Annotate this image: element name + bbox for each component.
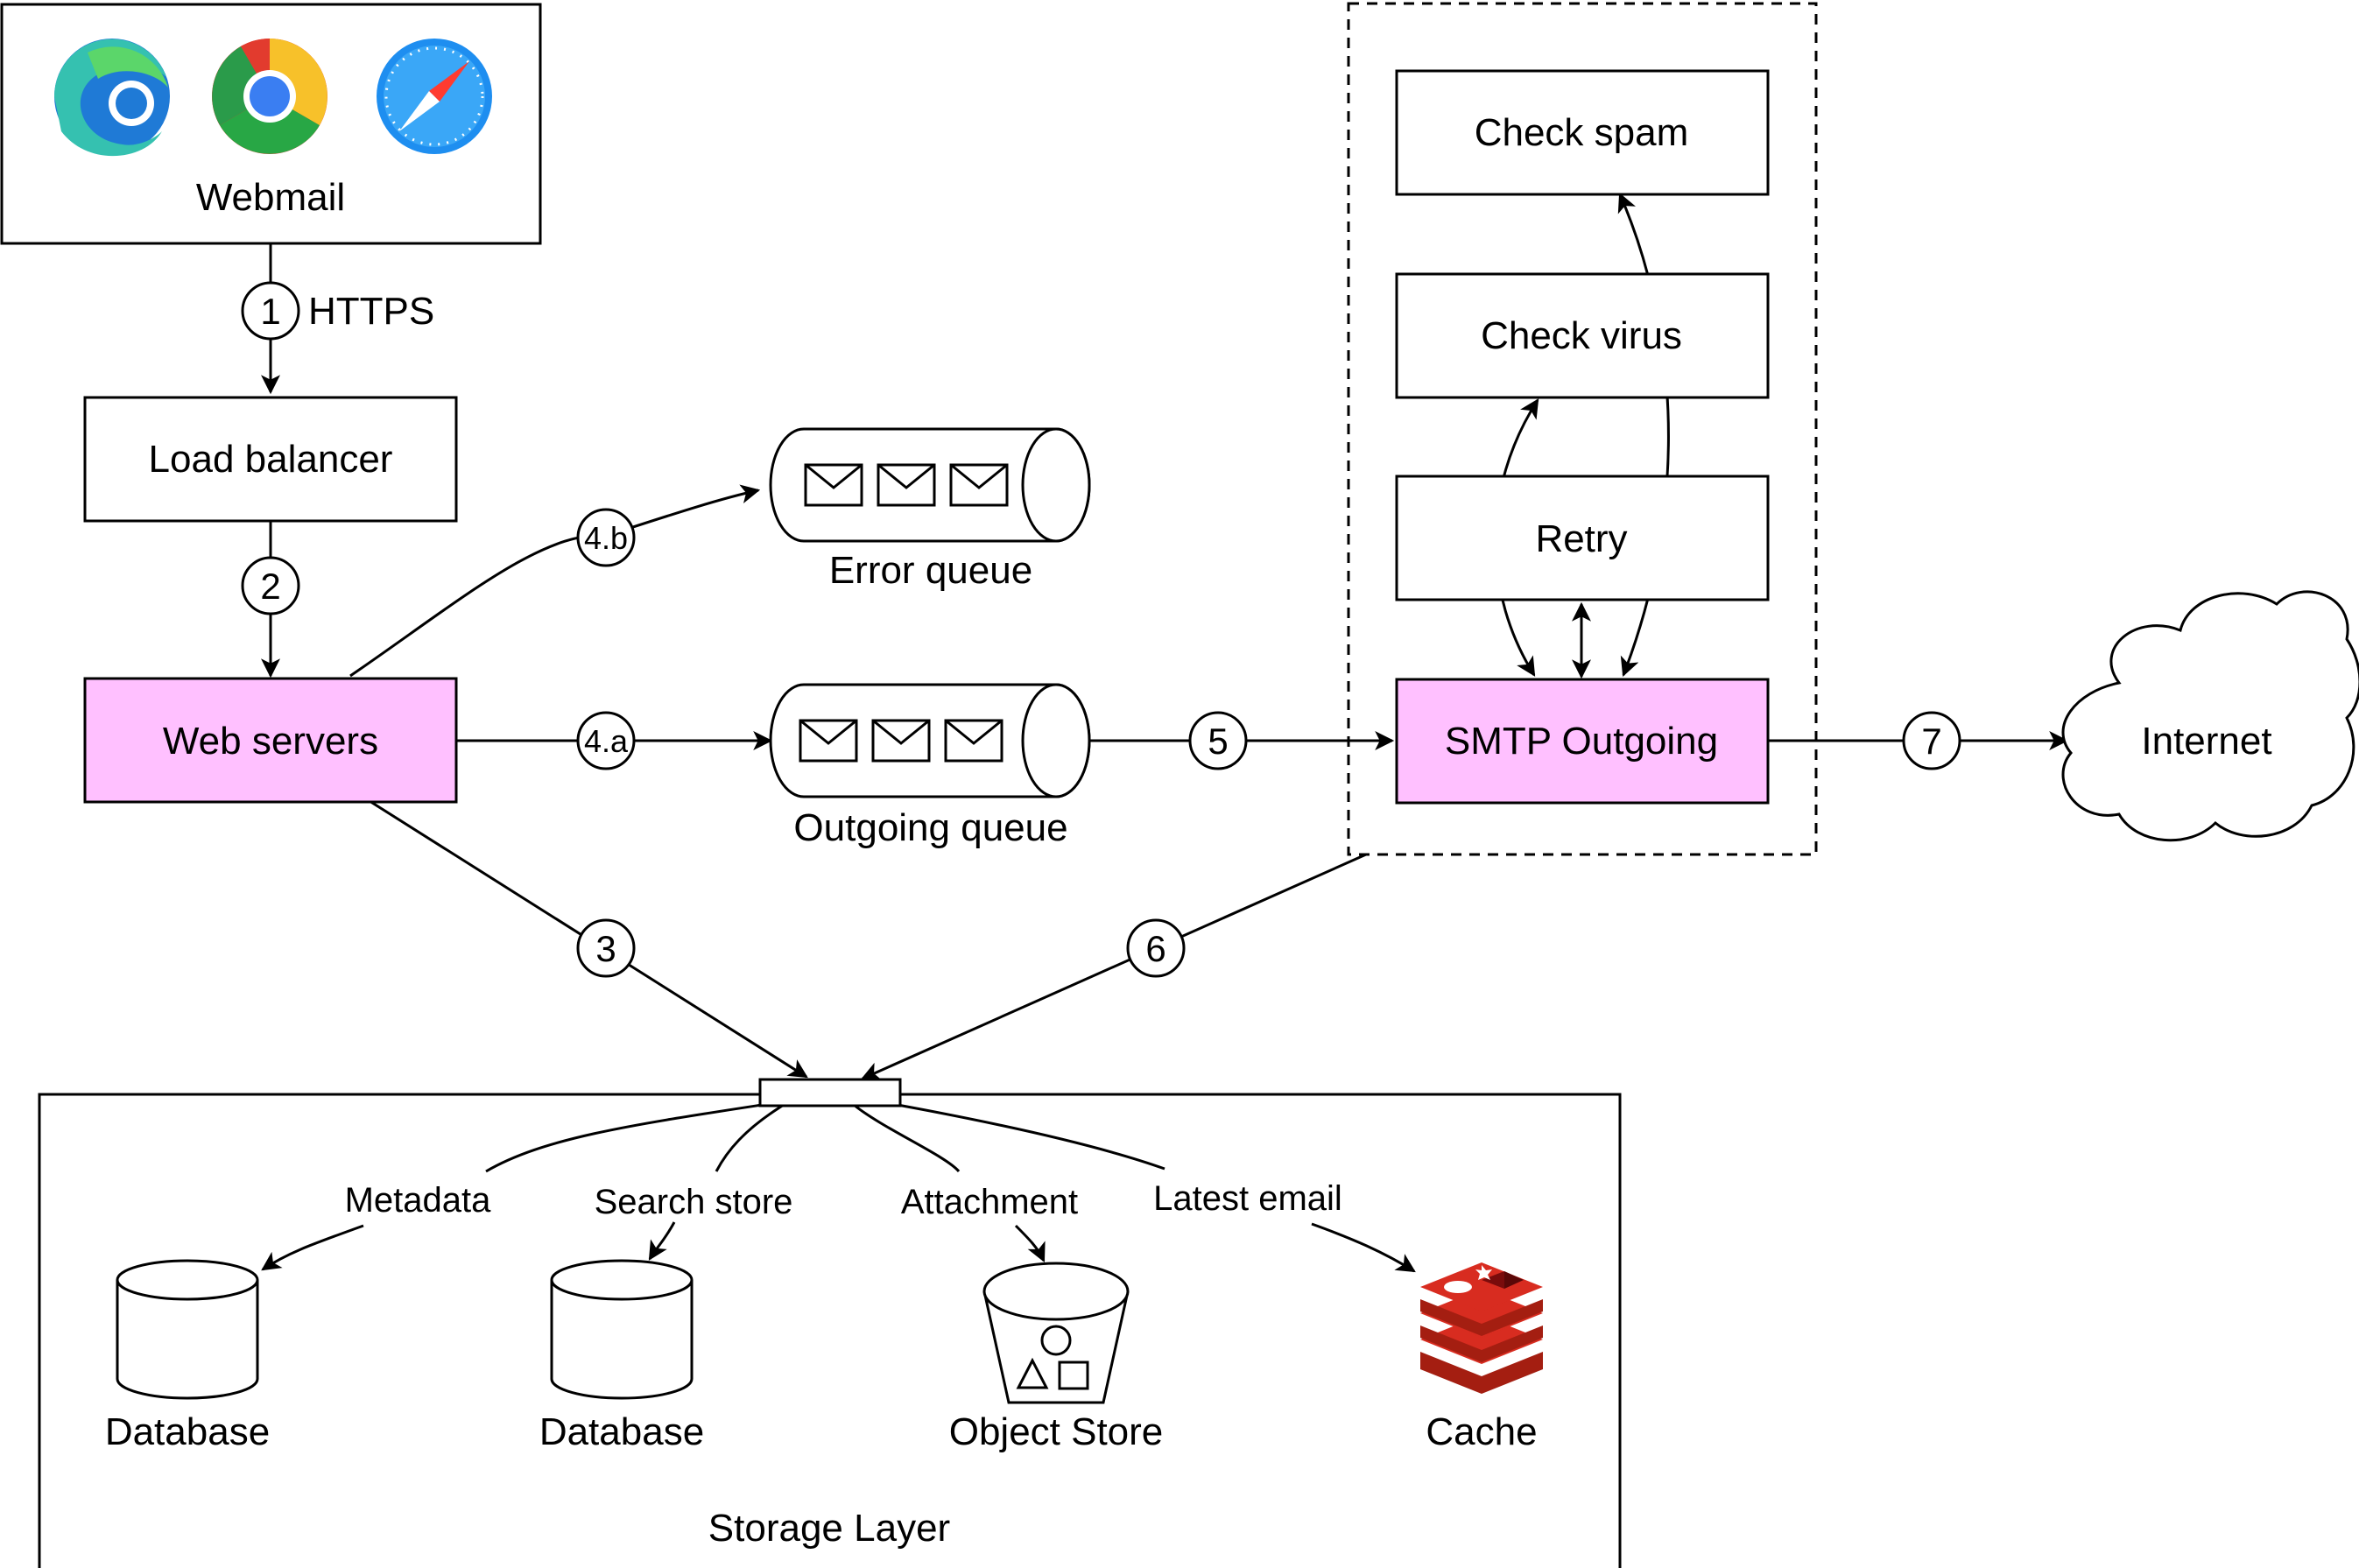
svg-text:6: 6 (1145, 928, 1165, 969)
database-1-node: Database (105, 1259, 270, 1453)
bucket-icon (982, 1262, 1130, 1404)
svg-text:1: 1 (260, 291, 280, 332)
web-servers-label: Web servers (163, 720, 378, 763)
metadata-label: Metadata (345, 1181, 492, 1220)
svg-text:7: 7 (1921, 721, 1941, 762)
step-2-badge: 2 (241, 556, 300, 615)
retry-node: Retry (1395, 475, 1770, 601)
https-label: HTTPS (308, 290, 434, 333)
step-7-badge: 7 (1902, 711, 1961, 770)
check-virus-node: Check virus (1395, 272, 1770, 399)
check-virus-label: Check virus (1481, 314, 1682, 357)
envelope-icon (877, 463, 936, 507)
cloud-icon (2061, 590, 2359, 842)
load-balancer-label: Load balancer (149, 438, 393, 481)
database-2-label: Database (539, 1410, 704, 1453)
fan-search-store (715, 1103, 785, 1172)
object-store-node: Object Store (949, 1262, 1164, 1453)
error-queue-node: Error queue (769, 427, 1091, 592)
web-servers-node: Web servers (83, 677, 458, 804)
step-1-badge: 1 (241, 281, 300, 341)
step-4b-badge: 4.b (576, 508, 636, 567)
smtp-group-boundary (1347, 2, 1818, 856)
fan-latest-email (897, 1103, 1165, 1171)
check-spam-label: Check spam (1475, 111, 1689, 154)
redis-icon (1420, 1262, 1543, 1394)
outgoing-queue-label: Outgoing queue (793, 806, 1067, 849)
step-5-badge: 5 (1188, 711, 1248, 770)
storage-layer: Storage Layer (38, 1078, 1622, 1568)
svg-text:4.a: 4.a (584, 723, 629, 759)
cache-label: Cache (1426, 1410, 1537, 1453)
fan-metadata (485, 1103, 763, 1173)
edge-latest-cache (1311, 1222, 1416, 1273)
edge-attachment-objectstore (1014, 1224, 1046, 1262)
outgoing-queue-node: Outgoing queue (769, 683, 1091, 849)
smtp-outgoing-label: SMTP Outgoing (1445, 720, 1718, 763)
edge-metadata-database (261, 1224, 364, 1271)
edge-smtp-checkspam (1617, 192, 1670, 678)
chrome-browser-icon (212, 39, 327, 154)
load-balancer-node: Load balancer (83, 396, 458, 523)
fan-attachment (853, 1103, 961, 1173)
search-store-label: Search store (595, 1183, 793, 1221)
safari-browser-icon (377, 39, 492, 154)
svg-text:5: 5 (1208, 721, 1228, 762)
envelope-icon (871, 719, 931, 763)
internet-label: Internet (2141, 720, 2271, 763)
envelope-icon (949, 463, 1009, 507)
webmail-node: Webmail (0, 3, 542, 245)
cache-node: Cache (1420, 1262, 1543, 1453)
svg-text:3: 3 (595, 928, 616, 969)
database-1-label: Database (105, 1410, 270, 1453)
step-4a-badge: 4.a (576, 711, 636, 770)
database-icon (550, 1280, 694, 1400)
svg-text:2: 2 (260, 566, 280, 607)
database-icon (116, 1280, 259, 1400)
step-3-badge: 3 (576, 918, 636, 978)
webmail-label: Webmail (196, 176, 345, 219)
smtp-outgoing-node: SMTP Outgoing (1395, 678, 1770, 805)
internet-node: Internet (2061, 590, 2359, 842)
retry-label: Retry (1535, 517, 1627, 560)
svg-text:4.b: 4.b (584, 520, 628, 556)
object-store-label: Object Store (949, 1410, 1164, 1453)
database-2-node: Database (539, 1259, 704, 1453)
attachment-label: Attachment (901, 1183, 1078, 1221)
storage-layer-box (38, 1093, 1622, 1568)
envelope-icon (799, 719, 858, 763)
envelope-icon (944, 719, 1003, 763)
web-servers-box (83, 677, 458, 804)
check-spam-node: Check spam (1395, 69, 1770, 196)
edge-browser-icon (54, 39, 170, 157)
error-queue-label: Error queue (829, 549, 1032, 592)
smtp-outgoing-box (1395, 678, 1770, 805)
latest-email-label: Latest email (1153, 1179, 1342, 1218)
storage-connector (758, 1078, 902, 1107)
edge-search-database (648, 1221, 676, 1261)
edge-smtp-storage (860, 853, 1367, 1080)
storage-layer-label: Storage Layer (708, 1507, 950, 1550)
envelope-icon (804, 463, 863, 507)
step-6-badge: 6 (1126, 918, 1186, 978)
